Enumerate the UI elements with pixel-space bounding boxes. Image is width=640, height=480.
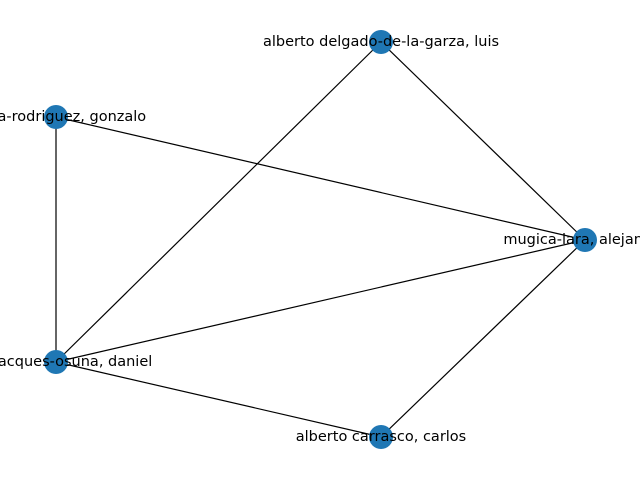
node-label-n1: alberto delgado-de-la-garza, luis bbox=[263, 34, 499, 50]
labels-layer: alberto delgado-de-la-garza, luis garza-r… bbox=[0, 34, 640, 445]
node-n2[interactable] bbox=[44, 105, 68, 129]
edge-n1-n4 bbox=[55, 41, 382, 363]
node-label-n3: mugica-lara, alejandro bbox=[503, 232, 640, 248]
node-n1[interactable] bbox=[369, 30, 393, 54]
edge-n1-n3 bbox=[380, 41, 586, 241]
edge-n4-n3 bbox=[55, 239, 586, 363]
nodes-layer bbox=[44, 30, 597, 449]
node-n3[interactable] bbox=[573, 228, 597, 252]
node-n4[interactable] bbox=[44, 350, 68, 374]
edge-n2-n3 bbox=[55, 116, 586, 241]
node-label-n4: villa jacques-osuna, daniel bbox=[0, 354, 152, 370]
node-label-n5: alberto carrasco, carlos bbox=[296, 429, 466, 445]
edges-layer bbox=[55, 41, 586, 438]
node-label-n2: garza-rodriguez, gonzalo bbox=[0, 109, 146, 125]
edge-n4-n5 bbox=[55, 361, 382, 438]
node-n5[interactable] bbox=[369, 425, 393, 449]
edge-n5-n3 bbox=[380, 239, 586, 438]
